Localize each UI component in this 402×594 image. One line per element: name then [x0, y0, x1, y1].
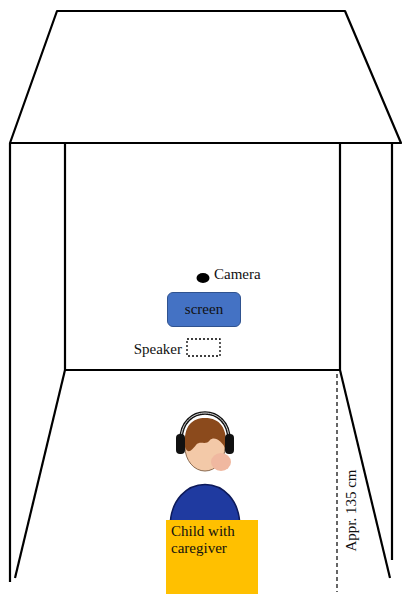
- headphone-earpiece: [225, 434, 234, 454]
- child-hair: [185, 418, 227, 451]
- floor-edge: [15, 370, 65, 578]
- ceiling: [10, 11, 401, 143]
- screen-box: screen: [167, 292, 241, 327]
- headphone-band-highlight: [181, 413, 229, 440]
- node-text: screen: [185, 301, 223, 318]
- participant-box: Child with caregiver: [166, 520, 258, 594]
- node-text: Child with caregiver: [171, 523, 235, 557]
- camera-symbol: [197, 273, 210, 283]
- child-figure: [170, 413, 240, 528]
- headphone-earpiece: [176, 434, 185, 454]
- floor-edge: [340, 370, 390, 578]
- back-wall: [65, 143, 340, 370]
- dimension-line: [336, 374, 337, 592]
- caregiver-hand: [211, 453, 231, 471]
- camera-label: Camera: [214, 266, 261, 283]
- dimension-label: Appr. 135 cm: [342, 469, 359, 551]
- right-wall-edge: [391, 143, 393, 560]
- left-wall-edge: [9, 143, 11, 582]
- speaker-label: Speaker: [134, 341, 182, 358]
- headphone-band: [181, 413, 229, 440]
- speaker-symbol: [187, 339, 220, 356]
